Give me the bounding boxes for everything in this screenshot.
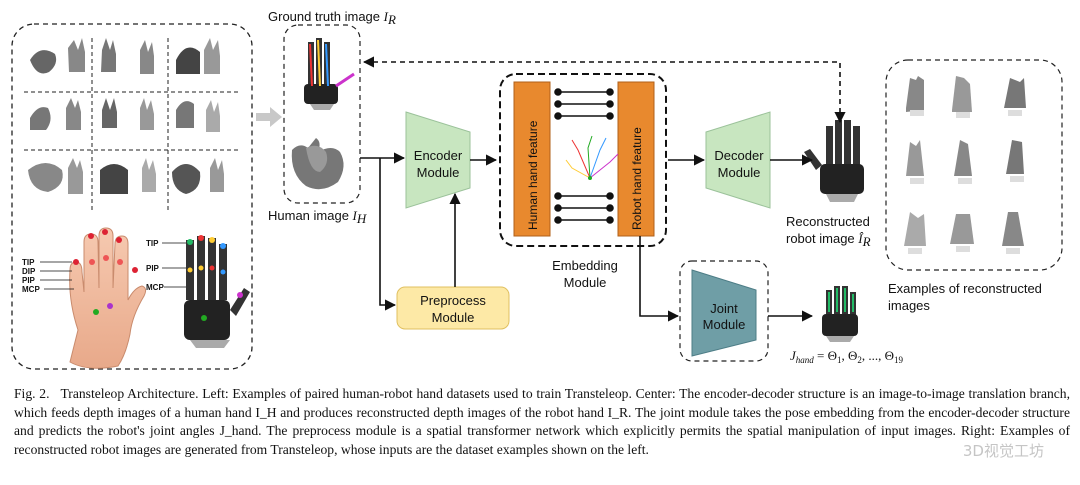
joint-label-line1: Joint (710, 301, 738, 316)
label-tip-left: TIP (22, 258, 35, 267)
encoder-label-line2: Module (417, 165, 460, 180)
label-pip-right: PIP (146, 264, 160, 273)
label-mcp-right: MCP (146, 283, 164, 292)
loss-feedback-arrow (362, 56, 846, 124)
joint-label-line2: Module (703, 317, 746, 332)
preprocess-module: Preprocess Module (396, 286, 510, 330)
caption-figure-number: Fig. 2. (14, 386, 50, 401)
robot-hand-illustration (184, 235, 250, 348)
human-image-label: Human image IH (268, 208, 367, 226)
reconstructed-examples-panel (885, 59, 1063, 271)
preprocess-label-line2: Module (432, 310, 475, 325)
joint-output-robot-image (822, 286, 858, 342)
figure-caption: Fig. 2. Transteleop Architecture. Left: … (14, 385, 1070, 459)
label-mcp-left: MCP (22, 285, 40, 294)
decoder-label-line1: Decoder (714, 148, 764, 163)
decoder-label-line2: Module (718, 165, 761, 180)
label-tip-right: TIP (146, 239, 159, 248)
finger-labels-left: TIP DIP PIP MCP (22, 258, 74, 294)
joint-angles-formula: Jhand = Θ1, Θ2, ..., Θ19 (790, 348, 904, 365)
robot-feature-label: Robot hand feature (630, 127, 644, 230)
embedding-module: Human hand feature Robot hand feature Em… (499, 73, 667, 290)
human-feature-label: Human hand feature (526, 120, 540, 230)
examples-label-line1: Examples of reconstructed (888, 281, 1042, 296)
examples-label-line2: images (888, 298, 930, 313)
feature-links (554, 88, 614, 224)
joint-module: Joint Module (679, 260, 769, 362)
watermark-text: 3D视觉工坊 (962, 442, 1044, 460)
embedding-label-line1: Embedding (552, 258, 618, 273)
dataset-to-input-arrow (256, 107, 282, 127)
pose-embedding-skeleton (565, 135, 619, 180)
input-image-panel: Ground truth image IR Human image IH (268, 9, 396, 226)
embedding-to-joint-arrow (639, 236, 680, 322)
label-pip-left: PIP (22, 276, 36, 285)
dataset-panel: TIP DIP PIP MCP TIP PIP MCP (11, 23, 253, 370)
finger-labels-right: TIP PIP MCP (146, 239, 186, 292)
human-hand-illustration (69, 227, 147, 369)
flow-arrows (360, 56, 846, 322)
decoder-module: Decoder Module (705, 111, 771, 209)
reconstructed-label-line1: Reconstructed (786, 214, 870, 229)
encoder-label-line1: Encoder (414, 148, 463, 163)
reconstructed-label-line2: robot image ÎR (786, 231, 871, 249)
dataset-thumbnails (28, 38, 224, 194)
reconstructed-robot-image (804, 120, 864, 202)
preprocess-label-line1: Preprocess (420, 293, 486, 308)
label-dip-left: DIP (22, 267, 36, 276)
input-to-preprocess-arrow (379, 158, 397, 311)
architecture-diagram: TIP DIP PIP MCP TIP PIP MCP (11, 9, 1063, 370)
embedding-label-line2: Module (564, 275, 607, 290)
ground-truth-label: Ground truth image IR (268, 9, 396, 27)
encoder-module: Encoder Module (405, 111, 471, 209)
caption-text: Transteleop Architecture. Left: Examples… (14, 386, 1070, 457)
ground-truth-robot-image (304, 38, 355, 110)
human-depth-image (291, 138, 344, 190)
